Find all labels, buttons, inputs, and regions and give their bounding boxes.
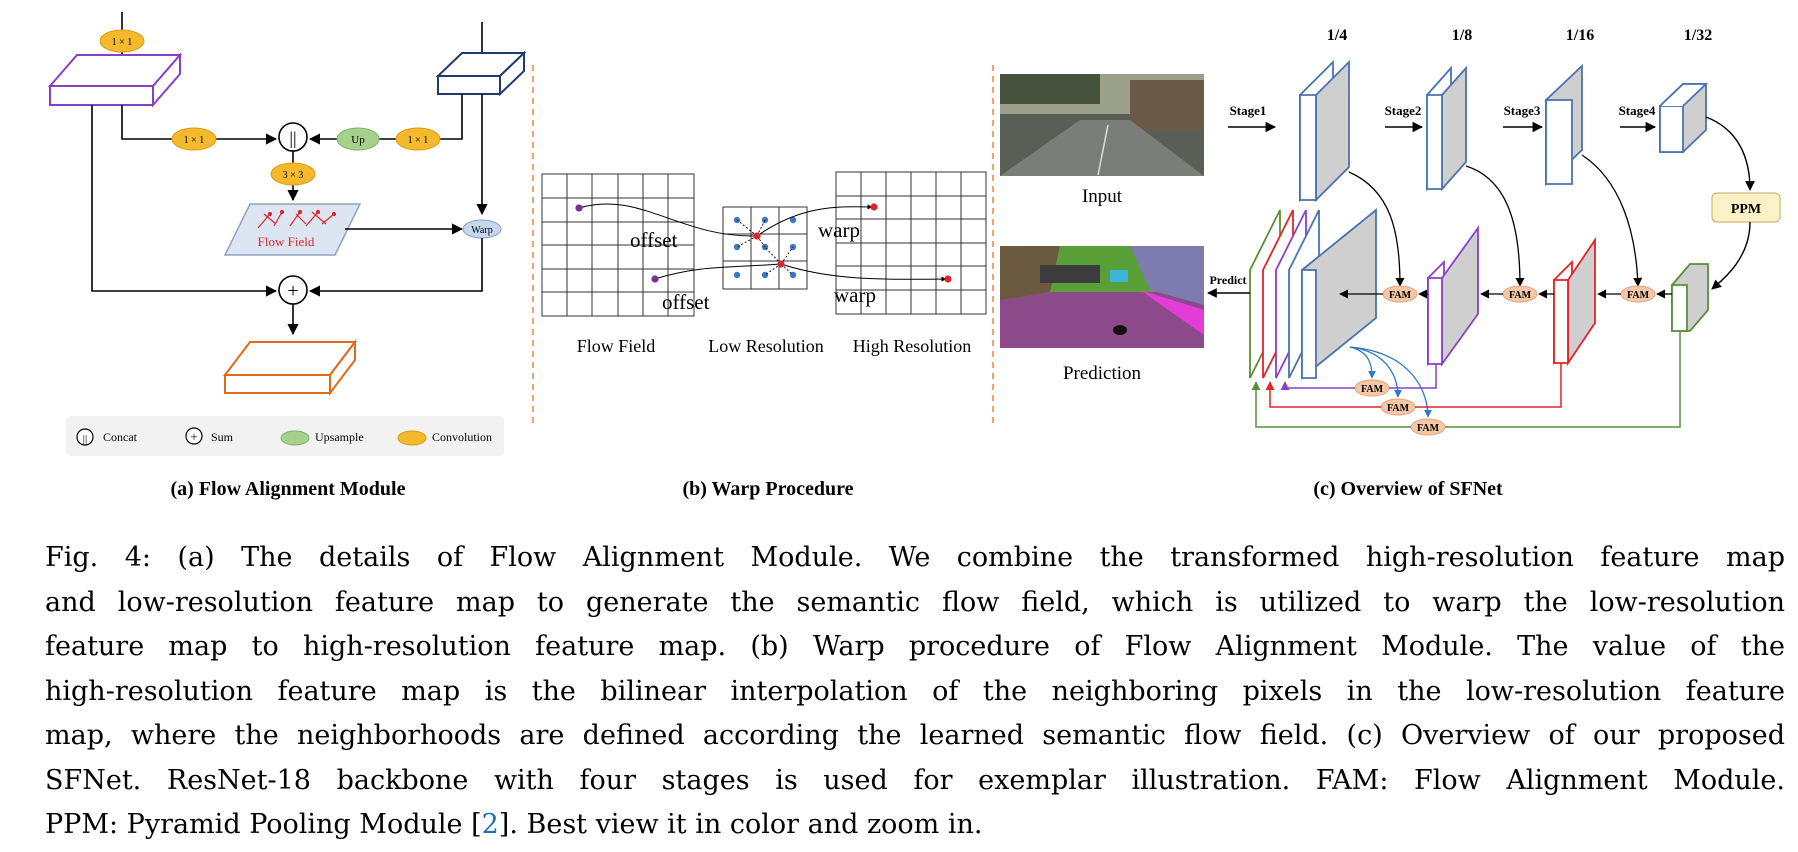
figure-caption: Fig. 4: (a) The details of Flow Alignmen… xyxy=(45,536,1785,848)
low-res-pixels xyxy=(733,216,797,279)
input-image xyxy=(1000,74,1204,176)
sum-symbol: + xyxy=(287,280,298,302)
ppm-block xyxy=(1711,192,1781,223)
encoder-block-1-8 xyxy=(1426,65,1467,192)
fam-label-4: FAM xyxy=(1361,384,1384,395)
legend-upsample-label: Upsample xyxy=(315,430,364,444)
warp-label: Warp xyxy=(471,225,492,236)
conv-1x1-right xyxy=(395,127,441,151)
stage2-label: Stage2 xyxy=(1385,103,1422,118)
legend-concat-symbol: || xyxy=(83,433,87,445)
flow-field-grid xyxy=(541,173,695,317)
legend-concat-label: Concat xyxy=(103,430,138,444)
fam-node-6: FAM xyxy=(1410,418,1446,436)
encoder-block-1-16 xyxy=(1545,63,1583,187)
output-feature-slab xyxy=(222,339,358,396)
caption-last-suffix: ]. Best view it in color and zoom in. xyxy=(498,809,983,840)
panel-a-legend: || Concat + Sum Upsample Convolution xyxy=(66,416,504,456)
concat-symbol: || xyxy=(289,128,296,148)
warp-label-bottom: warp xyxy=(834,283,876,307)
flow-field-box: Flow Field xyxy=(223,203,362,256)
offset-curve-bottom xyxy=(654,263,782,280)
stage1-label: Stage1 xyxy=(1230,103,1267,118)
fam-label-5: FAM xyxy=(1387,403,1410,414)
high-resolution-label: High Resolution xyxy=(853,336,972,356)
panel-b-caption: (b) Warp Procedure xyxy=(682,478,853,500)
low-resolution-label: Low Resolution xyxy=(708,336,824,356)
high-res-feature-slab xyxy=(47,52,183,108)
conv-1x1-left-label: 1 × 1 xyxy=(184,135,205,146)
fam-node-2: FAM xyxy=(1502,285,1538,303)
citation-link[interactable]: 2 xyxy=(481,809,499,840)
decoder-block-green xyxy=(1671,263,1709,332)
scale-label-1-16: 1/16 xyxy=(1566,27,1594,44)
conv-1x1-left xyxy=(171,127,217,151)
conv-1x1-top xyxy=(99,29,145,53)
flow-field-grid-label: Flow Field xyxy=(577,336,656,356)
encoder-block-1-4 xyxy=(1299,59,1350,203)
fam-label-3: FAM xyxy=(1627,290,1650,301)
decoder-block-purple xyxy=(1427,225,1479,367)
panel-b-warp-procedure: offset offset warp warp Flow Field Low R… xyxy=(541,171,987,500)
offset-label-bottom: offset xyxy=(662,290,710,314)
low-res-feature-slab xyxy=(435,50,527,97)
fam-node-1: FAM xyxy=(1382,285,1418,303)
low-resolution-grid xyxy=(722,206,808,290)
convolution-legend-icon xyxy=(397,430,427,446)
fam-node-3: FAM xyxy=(1620,285,1656,303)
conv-1x1-right-label: 1 × 1 xyxy=(408,135,429,146)
concat-legend-icon xyxy=(76,428,94,446)
fam-label-2: FAM xyxy=(1509,290,1532,301)
caption-line: Fig. 4: (a) The details of Flow Alignmen… xyxy=(45,542,1785,573)
legend-convolution-label: Convolution xyxy=(432,430,492,444)
fam-label-6: FAM xyxy=(1417,423,1440,434)
decoder-block-red xyxy=(1553,237,1596,366)
figure-diagram: 1 × 1 1 × 1 || Up 1 × 1 3 × 3 xyxy=(47,12,1781,500)
caption-line: and low-resolution feature map to genera… xyxy=(45,586,1785,618)
flow-field-label: Flow Field xyxy=(258,234,315,249)
scale-label-1-32: 1/32 xyxy=(1684,27,1712,44)
conv-3x3 xyxy=(270,162,316,186)
upsample-label: Up xyxy=(351,134,365,146)
conv-3x3-label: 3 × 3 xyxy=(283,170,304,181)
fam-label-1: FAM xyxy=(1389,290,1412,301)
fam-node-5: FAM xyxy=(1380,398,1416,416)
sum-legend-icon xyxy=(185,427,203,445)
fam-node-4: FAM xyxy=(1354,379,1390,397)
high-resolution-grid xyxy=(835,171,987,315)
concat-output-stack xyxy=(1249,208,1377,380)
ppm-label: PPM xyxy=(1731,202,1761,217)
prediction-label: Prediction xyxy=(1063,363,1142,384)
caption-line: high-resolution feature map is the bilin… xyxy=(45,675,1785,707)
caption-line: map, where the neighborhoods are defined… xyxy=(45,720,1785,751)
panel-c-caption: (c) Overview of SFNet xyxy=(1313,478,1503,500)
offset-curve-top xyxy=(578,203,758,237)
caption-line: feature map to high-resolution feature m… xyxy=(45,631,1785,662)
predict-label: Predict xyxy=(1209,273,1246,287)
stage4-label: Stage4 xyxy=(1619,103,1656,118)
scale-label-1-4: 1/4 xyxy=(1327,27,1347,44)
warp-label-top: warp xyxy=(818,218,860,242)
upsample-node xyxy=(336,127,380,151)
panel-a-caption: (a) Flow Alignment Module xyxy=(171,478,406,500)
warp-curve-bottom xyxy=(780,263,947,282)
scale-label-1-8: 1/8 xyxy=(1452,27,1472,44)
upsample-legend-icon xyxy=(280,430,310,446)
legend-sum-symbol: + xyxy=(190,429,197,444)
conv-1x1-top-label: 1 × 1 xyxy=(112,37,133,48)
caption-line: SFNet. ResNet-18 backbone with four stag… xyxy=(45,764,1785,796)
stage3-label: Stage3 xyxy=(1504,103,1541,118)
legend-sum-label: Sum xyxy=(211,430,234,444)
offset-label-top: offset xyxy=(630,228,678,252)
panel-a-flow-alignment-module: 1 × 1 1 × 1 || Up 1 × 1 3 × 3 xyxy=(47,12,527,500)
caption-last-prefix: PPM: Pyramid Pooling Module [ xyxy=(45,809,482,840)
warp-curve-top xyxy=(756,204,873,237)
prediction-image xyxy=(1000,246,1204,348)
encoder-block-1-32 xyxy=(1659,83,1709,153)
input-label: Input xyxy=(1082,186,1123,207)
panel-c-sfnet-overview: Input Prediction 1/4 1/8 1/16 1/32 Stage… xyxy=(1000,27,1781,500)
caption-line-last: PPM: Pyramid Pooling Module [2]. Best vi… xyxy=(45,803,1785,848)
